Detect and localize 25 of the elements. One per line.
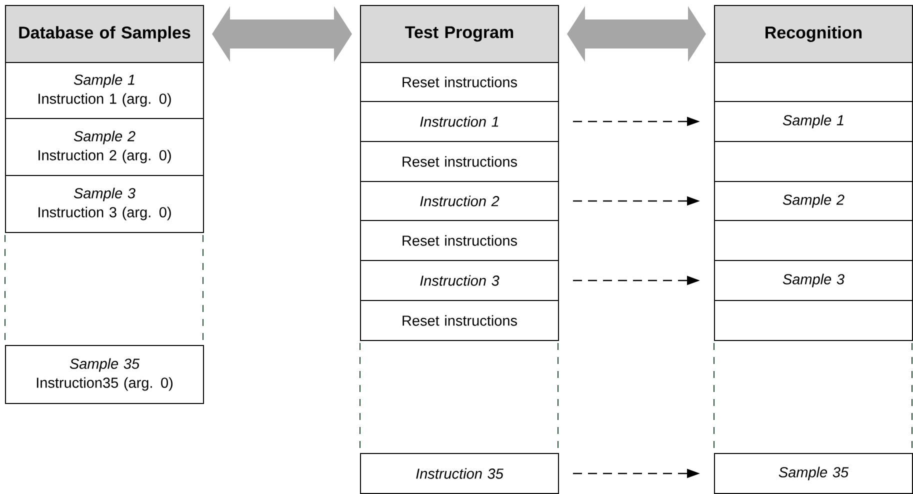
table-cell: Sample 35 <box>714 453 913 494</box>
column-header: Database of Samples <box>5 5 204 63</box>
table-cell: Sample 3 <box>714 260 913 301</box>
table-cell: Reset instructions <box>360 220 559 261</box>
empty-cell <box>714 62 913 102</box>
table-cell: Sample 2 <box>714 181 913 221</box>
table-cell: Instruction 35 <box>360 453 559 494</box>
table-cell: Reset instructions <box>360 62 559 102</box>
column-header: Test Program <box>360 5 559 63</box>
table-cell: Sample 3 Instruction 3 (arg. 0) <box>5 175 204 233</box>
column-header: Recognition <box>714 5 913 63</box>
table-cell: Sample 1 Instruction 1 (arg. 0) <box>5 62 204 119</box>
table-cell: Sample 2 Instruction 2 (arg. 0) <box>5 118 204 176</box>
empty-cell <box>714 300 913 341</box>
table-cell: Sample 35 Instruction35 (arg. 0) <box>5 345 204 404</box>
table-cell: Instruction 3 <box>360 260 559 301</box>
table-cell: Reset instructions <box>360 300 559 341</box>
table-cell: Instruction 2 <box>360 181 559 221</box>
table-cell: Reset instructions <box>360 141 559 182</box>
table-cell: Sample 1 <box>714 101 913 142</box>
table-cell: Instruction 1 <box>360 101 559 142</box>
block-arrow <box>567 6 706 62</box>
block-arrow <box>212 6 352 62</box>
empty-cell <box>714 141 913 182</box>
empty-cell <box>714 220 913 261</box>
